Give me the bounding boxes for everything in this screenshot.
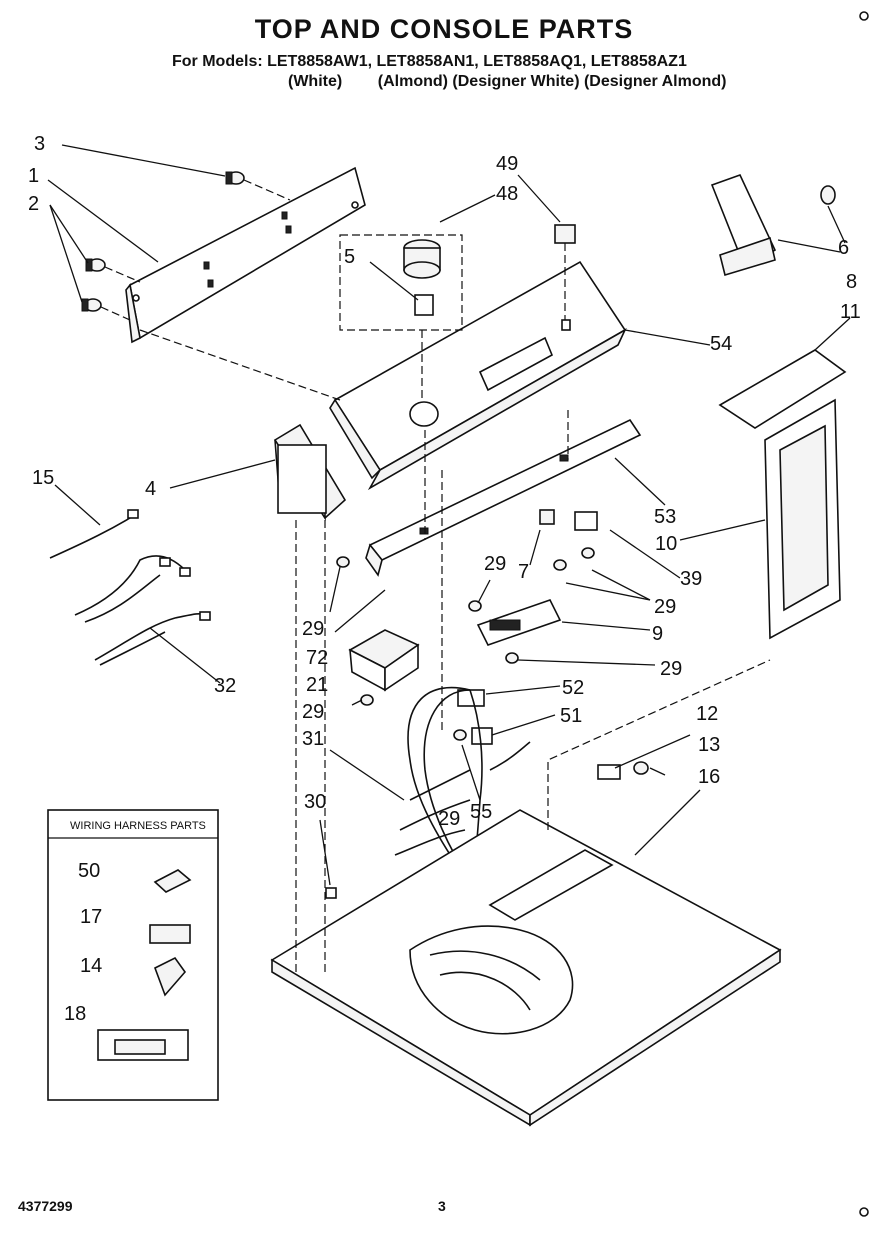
part-30-clip <box>325 887 337 899</box>
callout-16: 16 <box>698 766 720 788</box>
callout-49: 49 <box>496 153 518 175</box>
callout-31: 31 <box>302 728 324 750</box>
callout-3: 3 <box>34 133 45 155</box>
screw-13 <box>633 761 649 775</box>
callout-50: 50 <box>78 860 100 882</box>
page-title: TOP AND CONSOLE PARTS <box>254 14 634 44</box>
part-21-timer <box>348 629 420 692</box>
part-39-switch <box>574 511 598 531</box>
model-colors: (White) (Almond) (Designer White) (Desig… <box>288 73 727 90</box>
part-1-rear-bracket <box>125 166 366 344</box>
part-8-side-bracket <box>710 174 777 277</box>
part-11-lint-cover <box>718 349 847 429</box>
callout-29-b: 29 <box>302 618 324 640</box>
model-list: For Models: LET8858AW1, LET8858AN1, LET8… <box>172 53 687 70</box>
callout-52: 52 <box>562 677 584 699</box>
corner-marks <box>859 11 869 1217</box>
callout-6: 6 <box>838 237 849 259</box>
part-9-control <box>476 599 562 646</box>
harness-box-title: WIRING HARNESS PARTS <box>70 820 206 832</box>
callout-2: 2 <box>28 193 39 215</box>
part-10-lint-housing <box>764 398 841 640</box>
callout-72: 72 <box>306 647 328 669</box>
screw-2-upper <box>85 258 106 272</box>
callout-5: 5 <box>344 246 355 268</box>
screw-6 <box>820 185 836 205</box>
part-48-knob-group <box>339 234 463 331</box>
callout-13: 13 <box>698 734 720 756</box>
screw-2-lower <box>81 298 102 312</box>
part-15-wire <box>49 509 139 559</box>
document-number: 4377299 <box>18 1198 73 1214</box>
callout-29-e: 29 <box>302 701 324 723</box>
callout-4: 4 <box>145 478 156 500</box>
callout-7: 7 <box>518 561 529 583</box>
part-12-bracket <box>597 764 621 780</box>
part-16-top <box>270 809 782 1127</box>
callout-labels: 3 1 2 49 48 5 6 8 11 54 15 4 53 10 29 7 … <box>28 133 861 1025</box>
callout-48: 48 <box>496 183 518 205</box>
screw-29-set <box>336 547 595 741</box>
callout-29-c: 29 <box>654 596 676 618</box>
callout-53: 53 <box>654 506 676 528</box>
part-7-switch <box>539 509 555 525</box>
callout-54: 54 <box>710 333 732 355</box>
callout-32: 32 <box>214 675 236 697</box>
callout-21: 21 <box>306 674 328 696</box>
callout-39: 39 <box>680 568 702 590</box>
screw-3 <box>225 171 245 185</box>
callout-55: 55 <box>470 801 492 823</box>
wiring-harness-parts-box: WIRING HARNESS PARTS <box>47 809 219 1101</box>
part-53-control-bracket <box>365 418 642 577</box>
callout-8: 8 <box>846 271 857 293</box>
callout-30: 30 <box>304 791 326 813</box>
callout-10: 10 <box>655 533 677 555</box>
callout-11: 11 <box>840 301 861 323</box>
callout-1: 1 <box>28 165 39 187</box>
callout-51: 51 <box>560 705 582 727</box>
callout-15: 15 <box>32 467 54 489</box>
callout-14: 14 <box>80 955 102 977</box>
part-52-connector <box>457 689 485 707</box>
callout-29-f: 29 <box>438 808 460 830</box>
part-32-harness <box>74 555 211 666</box>
part-4-end-cap <box>273 423 347 521</box>
callout-29-a: 29 <box>484 553 506 575</box>
callout-12: 12 <box>696 703 718 725</box>
callout-17: 17 <box>80 906 102 928</box>
page-number: 3 <box>438 1198 446 1214</box>
part-49-button <box>554 224 576 244</box>
callout-18: 18 <box>64 1003 86 1025</box>
callout-29-d: 29 <box>660 658 682 680</box>
alignment-lines <box>139 243 771 975</box>
callout-9: 9 <box>652 623 663 645</box>
part-51-clip <box>471 727 493 745</box>
